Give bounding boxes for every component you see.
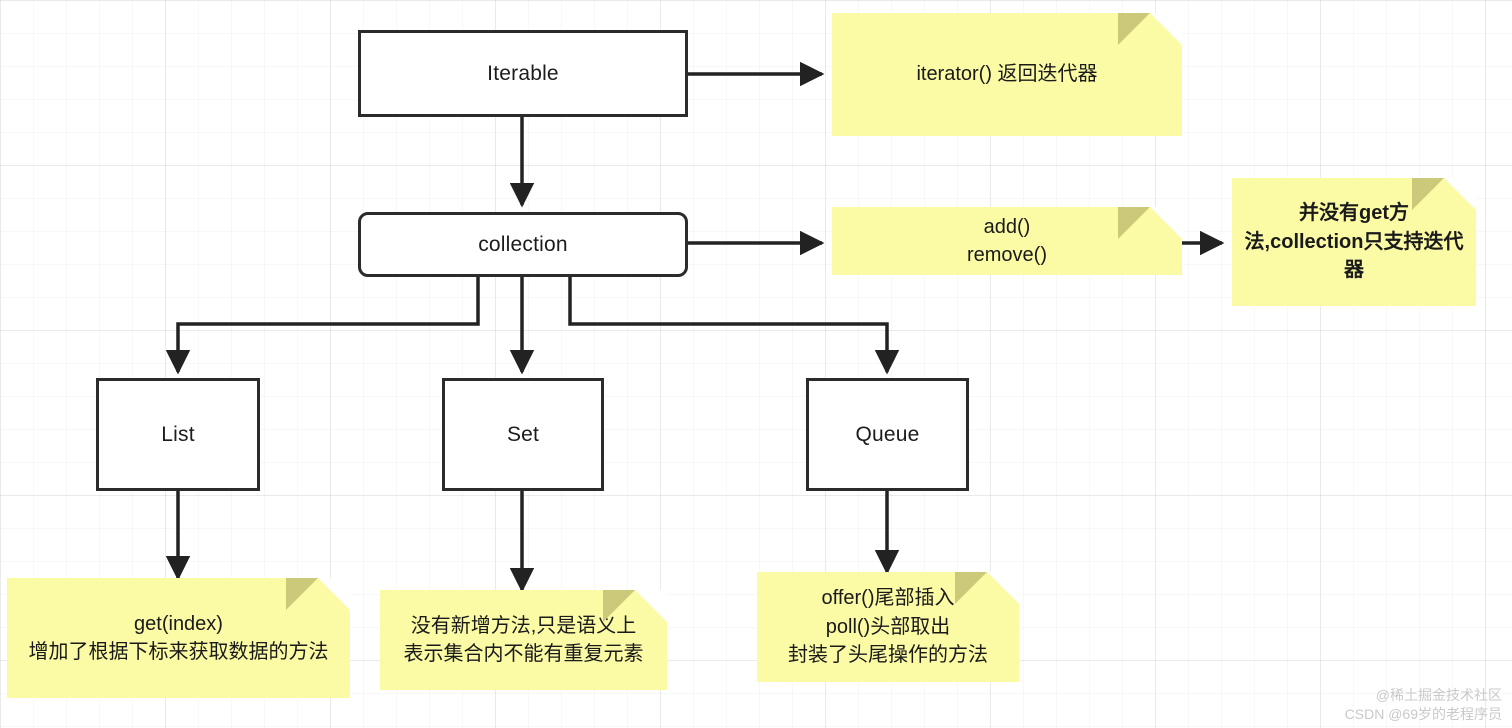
edge-collection-to-queue [568, 277, 900, 375]
note-fold-icon [1412, 178, 1476, 210]
node-list-label: List [161, 422, 195, 446]
note-list[interactable]: get(index) 增加了根据下标来获取数据的方法 [7, 578, 350, 698]
note-iterator[interactable]: iterator() 返回迭代器 [832, 13, 1182, 136]
watermark: @稀土掘金技术社区 CSDN @69岁的老程序员 [1345, 686, 1502, 724]
note-add-remove-text: add() remove() [966, 215, 1047, 266]
note-set-text: 没有新增方法,只是语义上 表示集合内不能有重复元素 [403, 614, 644, 665]
note-list-text: get(index) 增加了根据下标来获取数据的方法 [28, 612, 329, 663]
node-collection-label: collection [478, 232, 568, 256]
watermark-line-1: @稀土掘金技术社区 [1375, 687, 1502, 704]
note-queue[interactable]: offer()尾部插入 poll()头部取出 封装了头尾操作的方法 [757, 572, 1019, 682]
note-iterator-text: iterator() 返回迭代器 [916, 63, 1098, 86]
node-collection[interactable]: collection [358, 212, 688, 277]
node-queue[interactable]: Queue [806, 378, 969, 491]
node-iterable-label: Iterable [487, 61, 559, 85]
note-set[interactable]: 没有新增方法,只是语义上 表示集合内不能有重复元素 [380, 590, 667, 690]
note-fold-icon [1118, 207, 1182, 239]
note-no-get-text: 并没有get方法,collection只支持迭代器 [1244, 202, 1464, 282]
note-fold-icon [1118, 13, 1182, 45]
note-queue-text: offer()尾部插入 poll()头部取出 封装了头尾操作的方法 [788, 587, 988, 667]
note-add-remove[interactable]: add() remove() [832, 207, 1182, 275]
edge-collection-to-list [165, 277, 480, 375]
node-set-label: Set [506, 422, 540, 446]
note-fold-icon [286, 578, 350, 610]
note-fold-icon [955, 572, 1019, 604]
note-no-get[interactable]: 并没有get方法,collection只支持迭代器 [1232, 178, 1476, 306]
node-iterable[interactable]: Iterable [358, 30, 688, 117]
node-list[interactable]: List [96, 378, 260, 491]
node-queue-label: Queue [855, 422, 920, 446]
watermark-line-2: CSDN @69岁的老程序员 [1344, 706, 1502, 723]
node-set[interactable]: Set [442, 378, 604, 491]
note-fold-icon [603, 590, 667, 622]
